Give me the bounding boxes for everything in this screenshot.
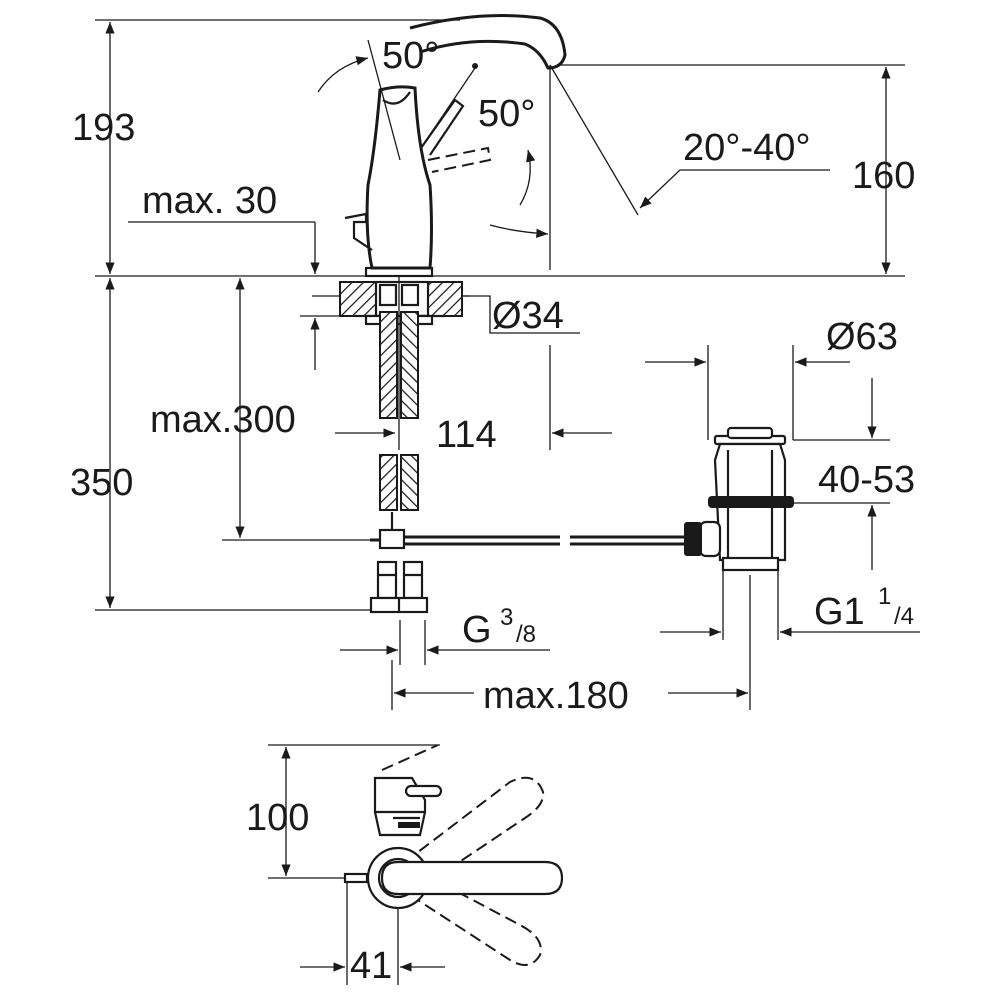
label-max-30: max. 30 bbox=[142, 180, 277, 222]
extension-lines bbox=[95, 19, 905, 710]
label-350: 350 bbox=[70, 462, 133, 504]
label-angle-50-top: 50° bbox=[382, 35, 439, 77]
label-angle-50-side: 50° bbox=[478, 93, 535, 135]
pull-rod-assembly bbox=[369, 512, 685, 614]
label-g-3-8-numerator: 3 bbox=[500, 604, 513, 631]
label-193: 193 bbox=[72, 107, 135, 149]
label-diameter-63: Ø63 bbox=[826, 316, 898, 358]
label-160: 160 bbox=[852, 155, 915, 197]
pop-up-waste bbox=[684, 426, 794, 572]
dimension-lines bbox=[105, 22, 920, 698]
label-g-3-8-main: G bbox=[462, 609, 492, 651]
label-max-180: max.180 bbox=[483, 675, 629, 717]
label-g1-1-4-main: G1 bbox=[814, 591, 865, 633]
label-100: 100 bbox=[246, 797, 309, 839]
label-g1-1-4: G1 1 /4 bbox=[814, 583, 914, 633]
label-diameter-34: Ø34 bbox=[492, 295, 564, 337]
label-g-3-8: G 3 /8 bbox=[462, 604, 536, 651]
label-angle-20-40: 20°-40° bbox=[683, 127, 811, 169]
label-41: 41 bbox=[350, 945, 392, 987]
plan-view bbox=[268, 744, 564, 985]
label-g1-1-4-denominator: /4 bbox=[894, 603, 914, 630]
label-114: 114 bbox=[436, 414, 497, 456]
dimension-labels: 193 50° 50° 20°-40° 160 max. 30 Ø34 Ø63 … bbox=[70, 35, 915, 987]
label-40-53: 40-53 bbox=[818, 459, 915, 501]
label-g-3-8-denominator: /8 bbox=[516, 621, 536, 648]
faucet-body bbox=[344, 14, 567, 278]
label-g1-1-4-numerator: 1 bbox=[878, 583, 891, 610]
label-max-300: max.300 bbox=[150, 399, 296, 441]
mounting-section bbox=[339, 276, 463, 511]
